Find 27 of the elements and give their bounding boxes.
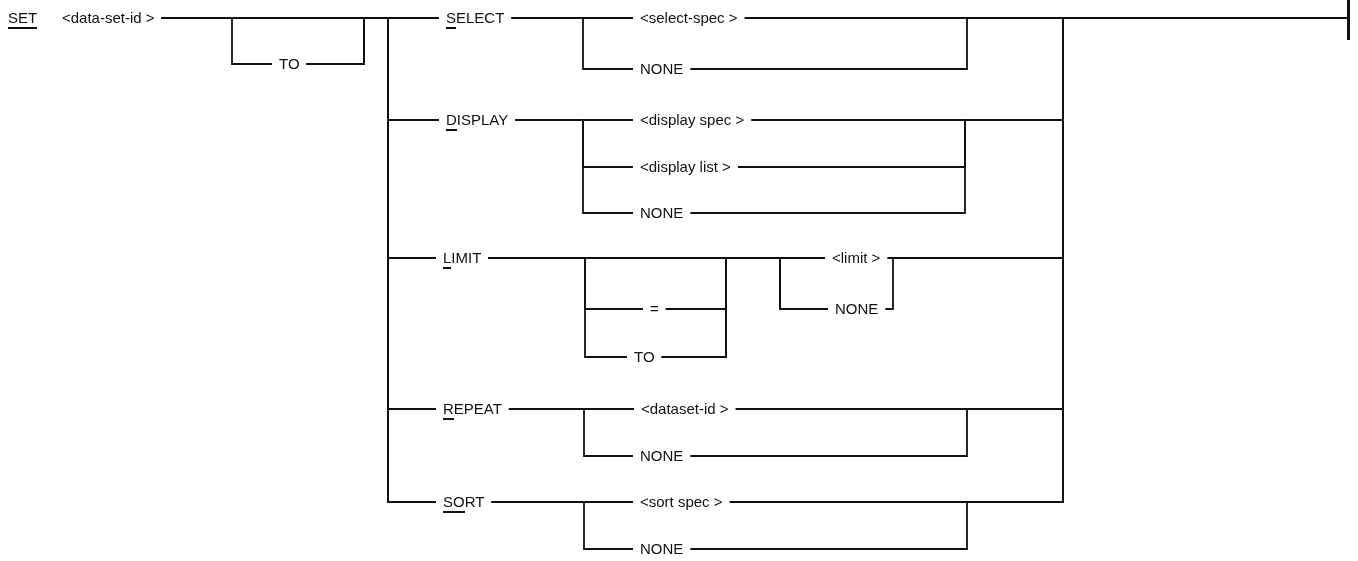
syntax-term: TO [279, 56, 300, 72]
end-bar [1347, 0, 1350, 40]
syntax-term: <data-set-id > [62, 10, 155, 26]
syntax-term: NONE [640, 61, 684, 77]
syntax-term: NONE [640, 448, 684, 464]
syntax-term: <display spec > [640, 112, 745, 128]
syntax-term: DISPLAY [446, 112, 509, 128]
syntax-term: LIMIT [443, 250, 482, 266]
syntax-term: <sort spec > [640, 494, 723, 510]
syntax-term: NONE [835, 301, 879, 317]
syntax-term: NONE [640, 205, 684, 221]
syntax-term: <select-spec > [640, 10, 738, 26]
syntax-term: REPEAT [443, 401, 502, 417]
syntax-term: SORT [443, 494, 485, 510]
syntax-term: TO [634, 349, 655, 365]
railroad-line [490, 501, 634, 550]
railroad-line [508, 408, 634, 457]
railroad-line [514, 119, 634, 214]
syntax-term: SELECT [446, 10, 505, 26]
syntax-term: <dataset-id > [641, 401, 729, 417]
syntax-term: <display list > [640, 159, 731, 175]
syntax-term: <limit > [832, 250, 881, 266]
syntax-term: = [650, 301, 659, 317]
railroad-line [510, 17, 634, 70]
railroad-line [305, 17, 437, 503]
syntax-term: NONE [640, 541, 684, 557]
syntax-term: SET [8, 10, 38, 26]
